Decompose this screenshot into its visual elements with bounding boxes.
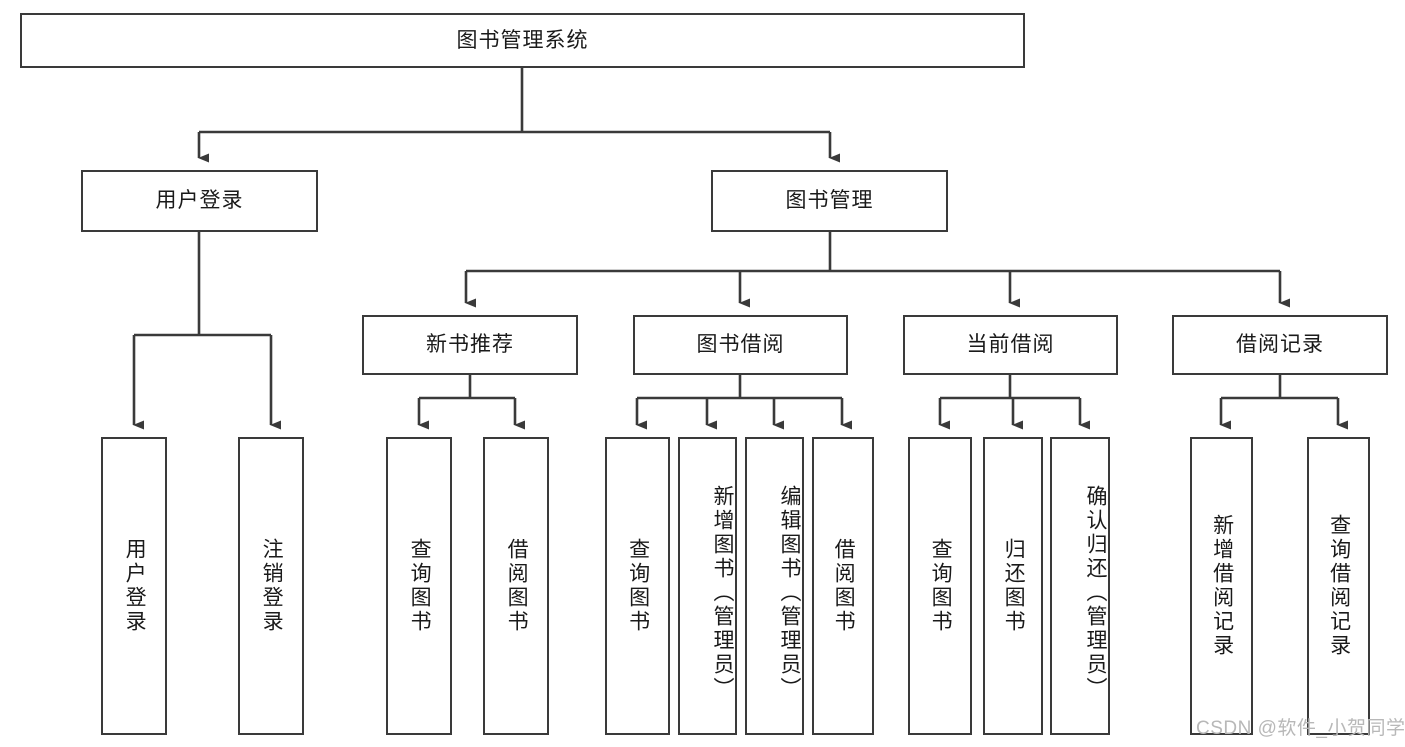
csdn-watermark: CSDN @软件_小贺同学	[1196, 718, 1405, 739]
leaf-new-book-query[interactable]: 查询图书	[386, 437, 452, 735]
node-label: 查询图书	[929, 538, 953, 634]
node-label: 注销登录	[260, 538, 284, 634]
leaf-current-borrow-return[interactable]: 归还图书	[983, 437, 1043, 735]
leaf-user-login-login[interactable]: 用户登录	[101, 437, 167, 735]
node-book-borrow[interactable]: 图书借阅	[633, 315, 848, 375]
leaf-current-borrow-confirm-return-admin[interactable]: 确认归还（管理员）	[1050, 437, 1110, 735]
node-label: 新增图书（管理员）	[711, 485, 734, 701]
leaf-book-borrow-add-admin[interactable]: 新增图书（管理员）	[678, 437, 737, 735]
node-label: 用户登录	[123, 538, 147, 634]
node-label: 编辑图书（管理员）	[778, 485, 801, 701]
node-label: 查询图书	[408, 538, 432, 634]
node-user-login[interactable]: 用户登录	[81, 170, 318, 232]
node-book-management[interactable]: 图书管理	[711, 170, 948, 232]
leaf-book-borrow-borrow[interactable]: 借阅图书	[812, 437, 874, 735]
node-label: 图书管理系统	[456, 28, 589, 52]
node-label: 借阅记录	[1236, 333, 1324, 357]
leaf-borrow-record-add[interactable]: 新增借阅记录	[1190, 437, 1253, 735]
leaf-current-borrow-query[interactable]: 查询图书	[908, 437, 972, 735]
leaf-borrow-record-query[interactable]: 查询借阅记录	[1307, 437, 1370, 735]
leaf-book-borrow-edit-admin[interactable]: 编辑图书（管理员）	[745, 437, 804, 735]
node-label: 确认归还（管理员）	[1084, 485, 1107, 701]
leaf-user-login-logout[interactable]: 注销登录	[238, 437, 304, 735]
node-label: 新书推荐	[426, 333, 514, 357]
node-label: 借阅图书	[505, 538, 529, 634]
node-label: 借阅图书	[832, 538, 856, 634]
node-borrow-record[interactable]: 借阅记录	[1172, 315, 1388, 375]
leaf-new-book-borrow[interactable]: 借阅图书	[483, 437, 549, 735]
node-label: 查询借阅记录	[1327, 514, 1351, 658]
node-label: 当前借阅	[966, 333, 1055, 357]
node-label: 用户登录	[155, 189, 244, 213]
node-label: 归还图书	[1002, 538, 1026, 634]
node-label: 图书借阅	[696, 333, 785, 357]
node-label: 新增借阅记录	[1210, 514, 1234, 658]
leaf-book-borrow-query[interactable]: 查询图书	[605, 437, 670, 735]
node-label: 图书管理	[785, 189, 874, 213]
node-label: 查询图书	[626, 538, 650, 634]
node-new-book-recommend[interactable]: 新书推荐	[362, 315, 578, 375]
node-current-borrow[interactable]: 当前借阅	[903, 315, 1118, 375]
node-root-book-management-system[interactable]: 图书管理系统	[20, 13, 1025, 68]
